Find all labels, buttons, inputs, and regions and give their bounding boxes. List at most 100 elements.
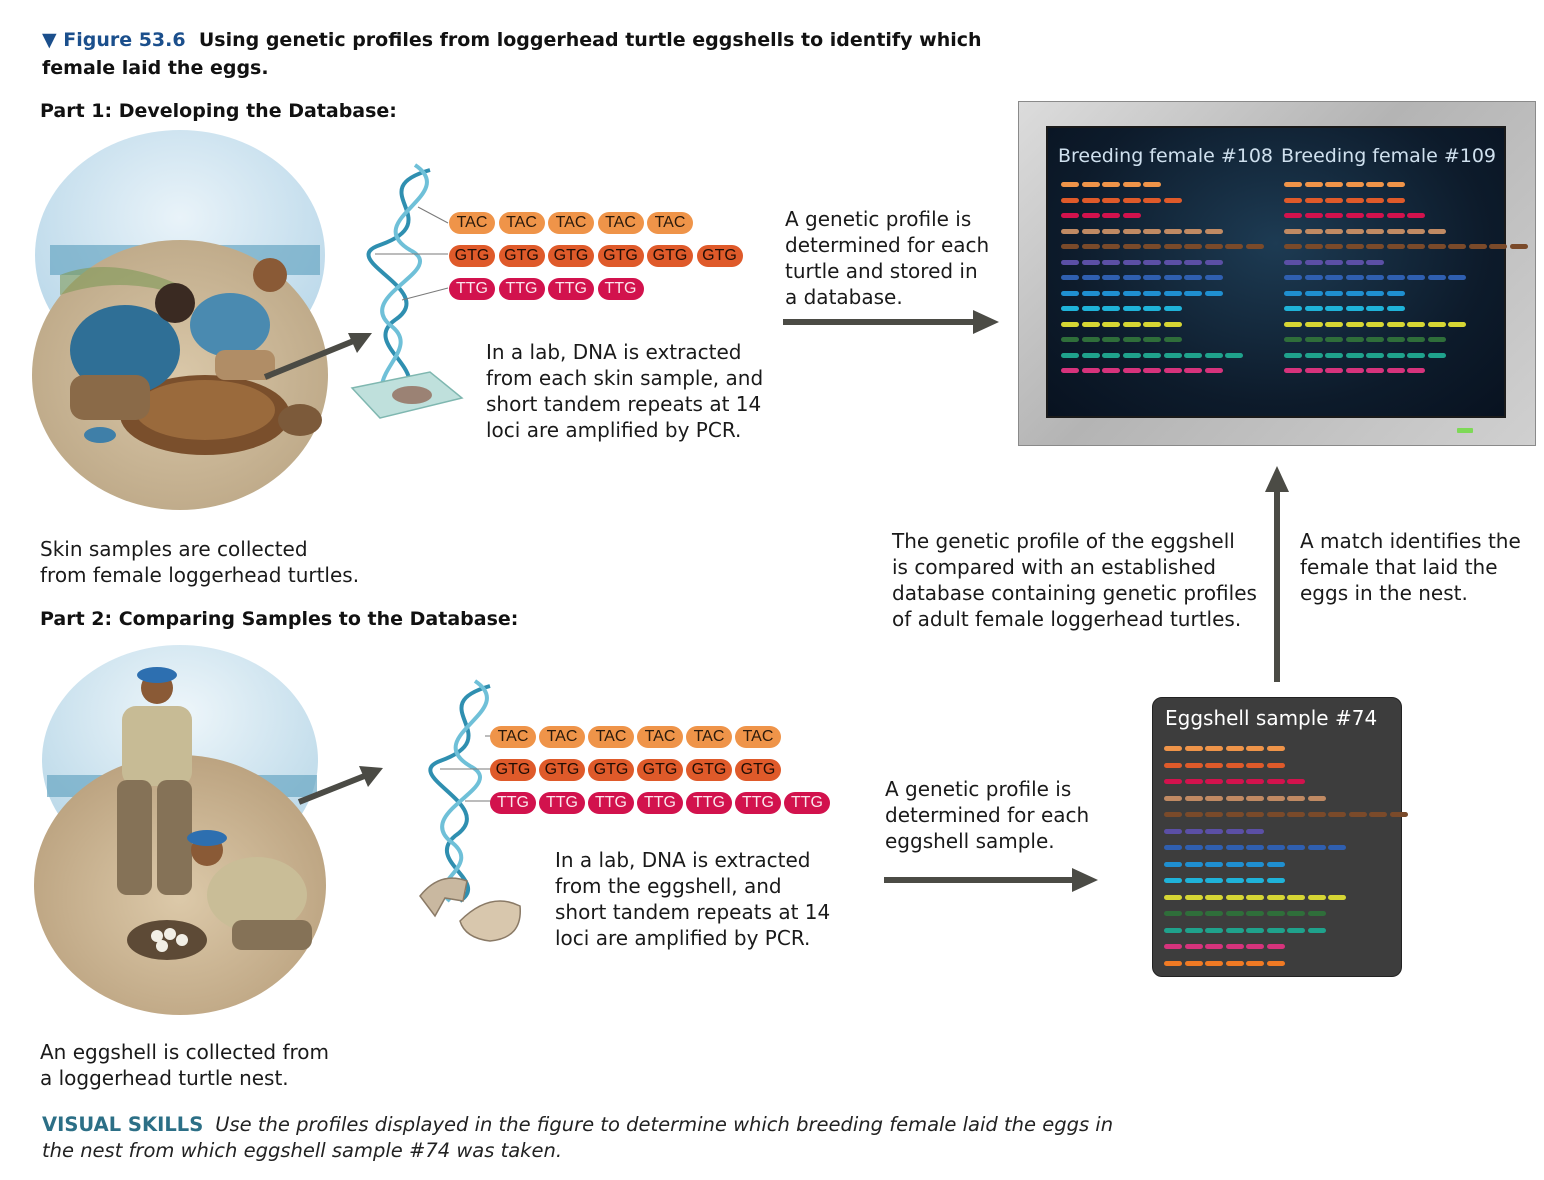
eggshell-74-locus-12-segment xyxy=(1184,927,1203,933)
female-108-locus-9-segment xyxy=(1102,306,1120,311)
female-108-locus-8-segment xyxy=(1102,290,1120,296)
arrow-eggshell-to-database xyxy=(1265,466,1289,682)
power-led-icon xyxy=(1457,428,1473,433)
eggshell-74-locus-14-segment xyxy=(1246,960,1264,966)
eggshell-74-locus-5-segment xyxy=(1205,812,1223,817)
female-108-locus-12-segment xyxy=(1122,352,1141,358)
caption-line: from female loggerhead turtles. xyxy=(40,563,360,587)
female-109-locus-8-segment xyxy=(1284,290,1302,296)
female-108-locus-6-segment xyxy=(1163,259,1182,265)
female-109-locus-2-segment xyxy=(1386,197,1405,203)
female-109-locus-11-segment xyxy=(1345,337,1364,342)
female-108-locus-12-segment xyxy=(1184,352,1202,358)
female-109-locus-13-segment xyxy=(1407,368,1425,373)
caption-line: from each skin sample, and xyxy=(486,366,764,390)
female-109-locus-11-segment xyxy=(1427,337,1446,342)
female-108-locus-6-segment xyxy=(1102,259,1120,265)
part2-profile-caption: A genetic profile is determined for each… xyxy=(885,776,1089,854)
female-109-locus-10-segment xyxy=(1345,321,1364,327)
gtg-repeat-chip: GTG xyxy=(449,245,495,267)
female-108-locus-2-segment xyxy=(1143,197,1161,203)
female-109-locus-6-segment xyxy=(1284,259,1302,265)
female-109-locus-8-segment xyxy=(1366,290,1384,296)
female-108-locus-7-segment xyxy=(1143,275,1161,280)
part2-heading: Part 2: Comparing Samples to the Databas… xyxy=(40,608,519,630)
gtg-repeat-chip: GTG xyxy=(539,759,585,781)
female-108-locus-4-segment xyxy=(1204,228,1223,234)
female-108-locus-8-segment xyxy=(1184,290,1202,296)
female-109-locus-4-segment xyxy=(1366,228,1384,234)
gtg-repeat-chip: GTG xyxy=(597,245,644,267)
arrow-scene2-to-lab xyxy=(297,766,383,805)
eggshell-74-locus-8-segment xyxy=(1205,861,1223,867)
female-109-locus-13-segment xyxy=(1366,368,1384,373)
female-109-locus-5-segment xyxy=(1345,244,1364,249)
caption-line: of adult female loggerhead turtles. xyxy=(892,607,1242,631)
female-109-locus-3-segment xyxy=(1304,213,1323,218)
eggshell-74-locus-7-segment xyxy=(1246,845,1264,850)
caption-line: The genetic profile of the eggshell xyxy=(892,529,1235,553)
female-109-locus-5-segment xyxy=(1325,244,1343,249)
caption-line: eggs in the nest. xyxy=(1300,581,1468,605)
female-108-locus-3-segment xyxy=(1061,213,1079,218)
database-screen xyxy=(1046,126,1506,418)
caption-line: In a lab, DNA is extracted xyxy=(486,340,742,364)
female-108-locus-8-segment xyxy=(1081,290,1100,296)
female-109-locus-11-segment xyxy=(1366,337,1384,342)
eggshell-74-locus-11-segment xyxy=(1184,911,1203,916)
female-109-locus-12-segment xyxy=(1386,352,1405,358)
eggshell-74-locus-14-segment xyxy=(1184,960,1203,966)
female-108-locus-2-segment xyxy=(1163,197,1182,203)
tac-repeat-chip: TAC xyxy=(588,726,634,748)
eggshell-74-locus-12-segment xyxy=(1205,927,1223,933)
eggshell-74-locus-5-segment xyxy=(1266,812,1285,817)
gtg-repeat-chip: GTG xyxy=(735,759,781,781)
female-108-locus-7-segment xyxy=(1081,275,1100,280)
female-108-locus-7-segment xyxy=(1204,275,1223,280)
eggshell-74-locus-10-segment xyxy=(1307,894,1326,900)
female-109-locus-7-segment xyxy=(1407,275,1425,280)
female-109-locus-10-segment xyxy=(1407,321,1425,327)
eggshell-74-locus-10-segment xyxy=(1184,894,1203,900)
eggshell-74-locus-8-segment xyxy=(1266,861,1285,867)
eggshell-74-locus-8-segment xyxy=(1246,861,1264,867)
female-109-locus-5-segment xyxy=(1448,244,1466,249)
female-109-locus-2-segment xyxy=(1284,197,1302,203)
female-108-locus-7-segment xyxy=(1122,275,1141,280)
eggshell-74-locus-11-segment xyxy=(1287,911,1305,916)
eggshell-74-locus-5-segment xyxy=(1246,812,1264,817)
female-109-locus-8-segment xyxy=(1325,290,1343,296)
female-109-locus-2-segment xyxy=(1304,197,1323,203)
female-109-locus-2-segment xyxy=(1345,197,1364,203)
eggshell-74-locus-9-segment xyxy=(1205,878,1223,883)
female-108-locus-7-segment xyxy=(1102,275,1120,280)
female-109-locus-11-segment xyxy=(1325,337,1343,342)
gtg-repeat-chip: GTG xyxy=(498,245,545,267)
female-109-locus-7-segment xyxy=(1366,275,1384,280)
female-108-locus-13-segment xyxy=(1102,368,1120,373)
caption-line: a database. xyxy=(785,285,903,309)
female-109-locus-4-segment xyxy=(1407,228,1425,234)
tac-repeat-chip: TAC xyxy=(597,212,644,234)
female-109-locus-10-segment xyxy=(1386,321,1405,327)
female-108-locus-13-segment xyxy=(1061,368,1079,373)
visual-skills-text: Use the profiles displayed in the figure… xyxy=(42,1113,1114,1162)
eggshell-74-locus-1-segment xyxy=(1246,746,1264,751)
eggshell-74-locus-14-segment xyxy=(1225,960,1244,966)
female-108-locus-12-segment xyxy=(1225,352,1243,358)
ttg-repeat-chip: TTG xyxy=(588,792,634,814)
ttg-repeat-chip: TTG xyxy=(490,792,536,814)
female-108-locus-8-segment xyxy=(1204,290,1223,296)
female-109-locus-3-segment xyxy=(1386,213,1405,218)
eggshell-74-locus-8-segment xyxy=(1164,861,1182,867)
eggshell-74-locus-6-segment xyxy=(1225,828,1244,834)
female-108-locus-4-segment xyxy=(1102,228,1120,234)
eggshell-74-locus-5-segment xyxy=(1287,812,1305,817)
female-108-locus-6-segment xyxy=(1122,259,1141,265)
eggshell-74-locus-1-segment xyxy=(1266,746,1285,751)
female-109-locus-2-segment xyxy=(1366,197,1384,203)
compare-caption: The genetic profile of the eggshell is c… xyxy=(892,528,1257,632)
female-108-locus-13-segment xyxy=(1163,368,1182,373)
eggshell-74-locus-3-segment xyxy=(1205,779,1223,784)
female-109-locus-6-segment xyxy=(1304,259,1323,265)
